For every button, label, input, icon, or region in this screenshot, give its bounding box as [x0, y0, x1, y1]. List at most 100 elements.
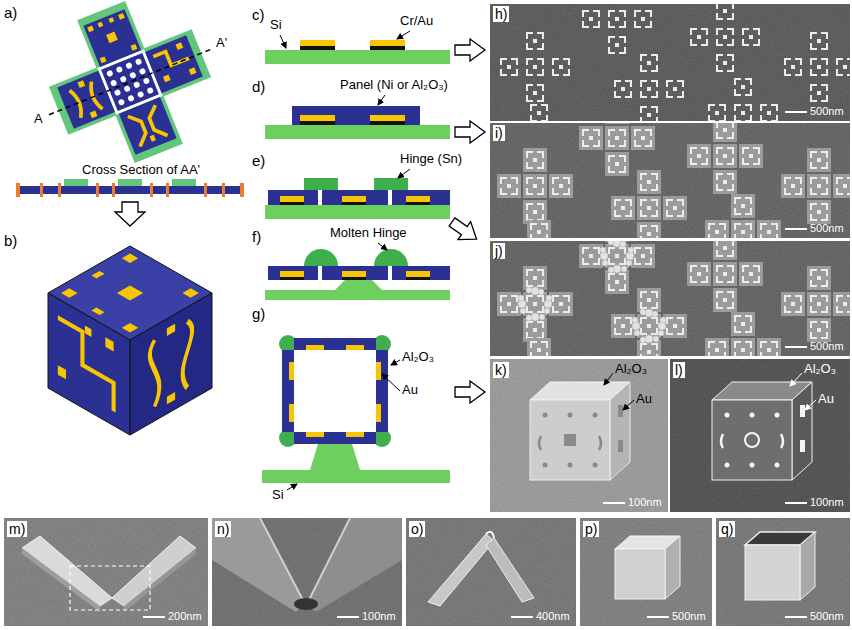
cross-section-strip	[40, 183, 43, 197]
process-step-e	[446, 213, 483, 248]
cross-section-strip	[204, 183, 207, 197]
part-label: Panel (Ni or Al₂O₃)	[340, 78, 448, 93]
sem-image	[406, 518, 576, 626]
process-step-g	[294, 338, 376, 350]
sem-image	[716, 518, 850, 626]
panel-letter: a)	[4, 4, 17, 21]
sem-image	[212, 518, 305, 612]
scale-bar	[143, 112, 807, 617]
cross-section-strip	[240, 183, 244, 197]
cube-pattern	[167, 392, 175, 404]
sem-image	[593, 463, 598, 468]
cube-net	[129, 71, 137, 79]
panel-letter: q)	[719, 521, 735, 537]
process-step-f	[335, 280, 382, 290]
part-label: A'	[216, 36, 227, 51]
cube-net	[127, 94, 135, 102]
scale-bar	[143, 616, 165, 618]
process-step-f	[322, 266, 388, 280]
sem-image	[725, 463, 730, 468]
cube-net	[189, 67, 197, 75]
sem-image	[745, 545, 800, 600]
sem-image	[670, 359, 850, 512]
sem-image	[665, 536, 680, 599]
cube-net	[135, 58, 143, 66]
sem-image	[721, 434, 783, 448]
cube-net	[139, 68, 147, 76]
cube-pattern	[117, 285, 143, 300]
process-step-e	[280, 196, 304, 202]
part-label: Au	[402, 383, 418, 398]
scale-bar	[785, 616, 807, 618]
sem-image	[750, 413, 755, 418]
process-step-d	[300, 115, 335, 121]
sem-image	[800, 440, 805, 452]
process-step-f	[280, 271, 430, 277]
process-step-g	[289, 345, 381, 437]
process-step-f	[342, 277, 366, 280]
sem-image	[721, 405, 805, 468]
cube-net	[118, 98, 126, 106]
scale-label: 100nm	[810, 496, 844, 509]
process-step-g	[262, 335, 485, 490]
process-step-e	[280, 202, 304, 205]
sem-image	[580, 518, 712, 626]
process-step-e	[280, 196, 430, 202]
process-step-g	[289, 362, 294, 380]
process-step-g	[306, 432, 324, 437]
process-step-f	[304, 249, 338, 266]
sem-image	[716, 518, 850, 626]
folded-cube	[48, 246, 212, 435]
sem-image	[307, 518, 402, 612]
sem-image	[490, 4, 850, 121]
cube-pattern	[61, 288, 77, 297]
sem-image	[490, 241, 850, 356]
sem-image	[775, 463, 780, 468]
folded-cube	[48, 293, 130, 435]
sem-image	[568, 413, 573, 418]
sem-image	[4, 518, 208, 626]
sem-image	[112, 536, 196, 606]
scale-bar	[603, 502, 625, 504]
process-step-g	[279, 335, 391, 447]
part-label: Al₂O₃	[804, 362, 836, 377]
cube-net	[106, 70, 114, 78]
panel-letter: h)	[493, 6, 509, 22]
cube-pattern	[167, 324, 175, 405]
scale-label: 400nm	[536, 610, 570, 623]
process-step-g	[346, 432, 364, 437]
process-step-c	[280, 35, 286, 48]
process-step-d	[370, 115, 405, 121]
sem-image	[604, 373, 613, 385]
cross-section-strip	[112, 183, 115, 197]
sem-image	[428, 534, 494, 606]
sem-image	[490, 241, 850, 356]
sem-image	[805, 400, 816, 410]
sem-image	[490, 123, 850, 238]
cube-net	[98, 22, 104, 28]
process-step-d	[378, 95, 385, 105]
process-step-f	[378, 243, 387, 250]
sem-image	[490, 123, 850, 238]
process-step-g	[294, 432, 376, 444]
process-arrow	[115, 202, 145, 226]
sem-image	[260, 518, 305, 604]
process-step-f	[280, 277, 430, 280]
process-step-f	[268, 266, 318, 280]
cube-pattern	[61, 254, 199, 333]
sem-image	[22, 548, 100, 612]
process-step-f	[392, 266, 450, 280]
sem-image	[775, 413, 780, 418]
part-label: Si	[272, 488, 284, 503]
cube-pattern	[150, 314, 192, 414]
cube-pattern	[58, 365, 66, 379]
cube-net	[146, 105, 168, 139]
cube-pattern	[122, 323, 138, 332]
sem-image	[564, 434, 576, 446]
scale-label: 500nm	[810, 340, 844, 353]
sem-image	[490, 359, 668, 512]
scale-bar	[647, 616, 669, 618]
cube-net	[131, 44, 138, 51]
cube-net	[100, 56, 107, 63]
scale-bar	[785, 502, 807, 504]
